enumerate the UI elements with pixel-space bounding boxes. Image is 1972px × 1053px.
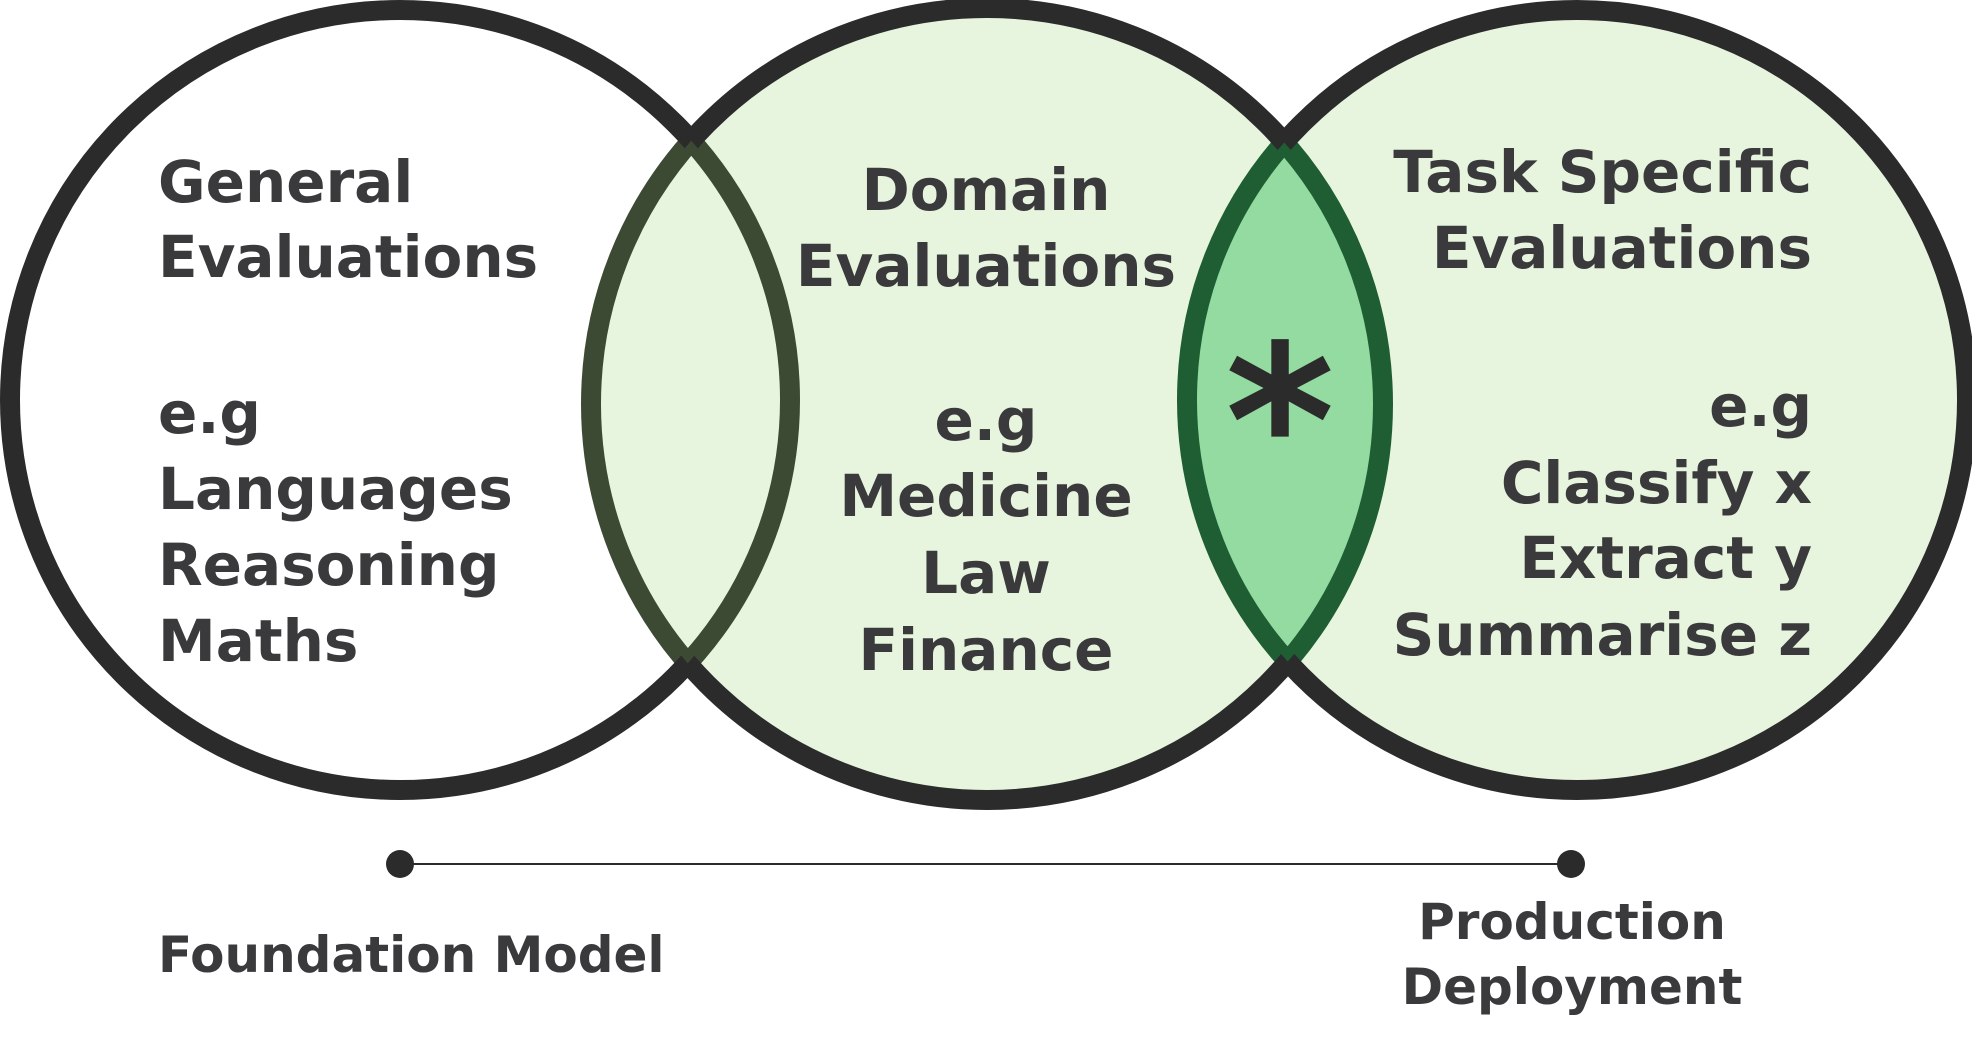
task-circle-text: Task Specific Evaluations e.g Classify x… [1393,138,1812,669]
domain-example-2: Law [921,539,1051,607]
task-circle-fill [1187,10,1967,790]
task-circle-outline [1177,0,1972,800]
general-circle-text: General Evaluations e.g Languages Reason… [158,148,538,675]
general-title-line-2: Evaluations [158,223,538,291]
task-title-line-1: Task Specific [1393,138,1812,206]
general-example-1: Languages [158,455,513,523]
domain-title-line-1: Domain [862,156,1111,224]
domain-example-3: Finance [859,616,1114,684]
general-example-3: Maths [158,607,358,675]
domain-examples-prefix: e.g [935,386,1038,454]
general-examples-prefix: e.g [158,379,261,447]
timeline-start-dot [386,850,414,878]
timeline: Foundation Model Production Deployment [158,850,1742,1016]
general-title-line-1: General [158,148,413,216]
timeline-end-dot [1557,850,1585,878]
task-example-2: Extract y [1519,524,1812,592]
domain-circle-outline [581,0,1393,810]
task-examples-prefix: e.g [1709,372,1812,440]
task-example-1: Classify x [1501,449,1812,517]
domain-title-line-2: Evaluations [796,232,1176,300]
general-circle-outline [0,0,800,800]
general-example-2: Reasoning [158,531,500,599]
timeline-end-label-line-1: Production [1418,893,1726,951]
task-title-line-2: Evaluations [1432,214,1812,282]
domain-circle-text: Domain Evaluations e.g Medicine Law Fina… [796,156,1176,684]
intersection-asterisk: * [1225,300,1335,545]
domain-circle-fill [591,8,1383,800]
timeline-end-label-line-2: Deployment [1402,958,1743,1016]
task-example-3: Summarise z [1393,601,1812,669]
domain-example-1: Medicine [839,462,1132,530]
timeline-start-label: Foundation Model [158,926,665,984]
